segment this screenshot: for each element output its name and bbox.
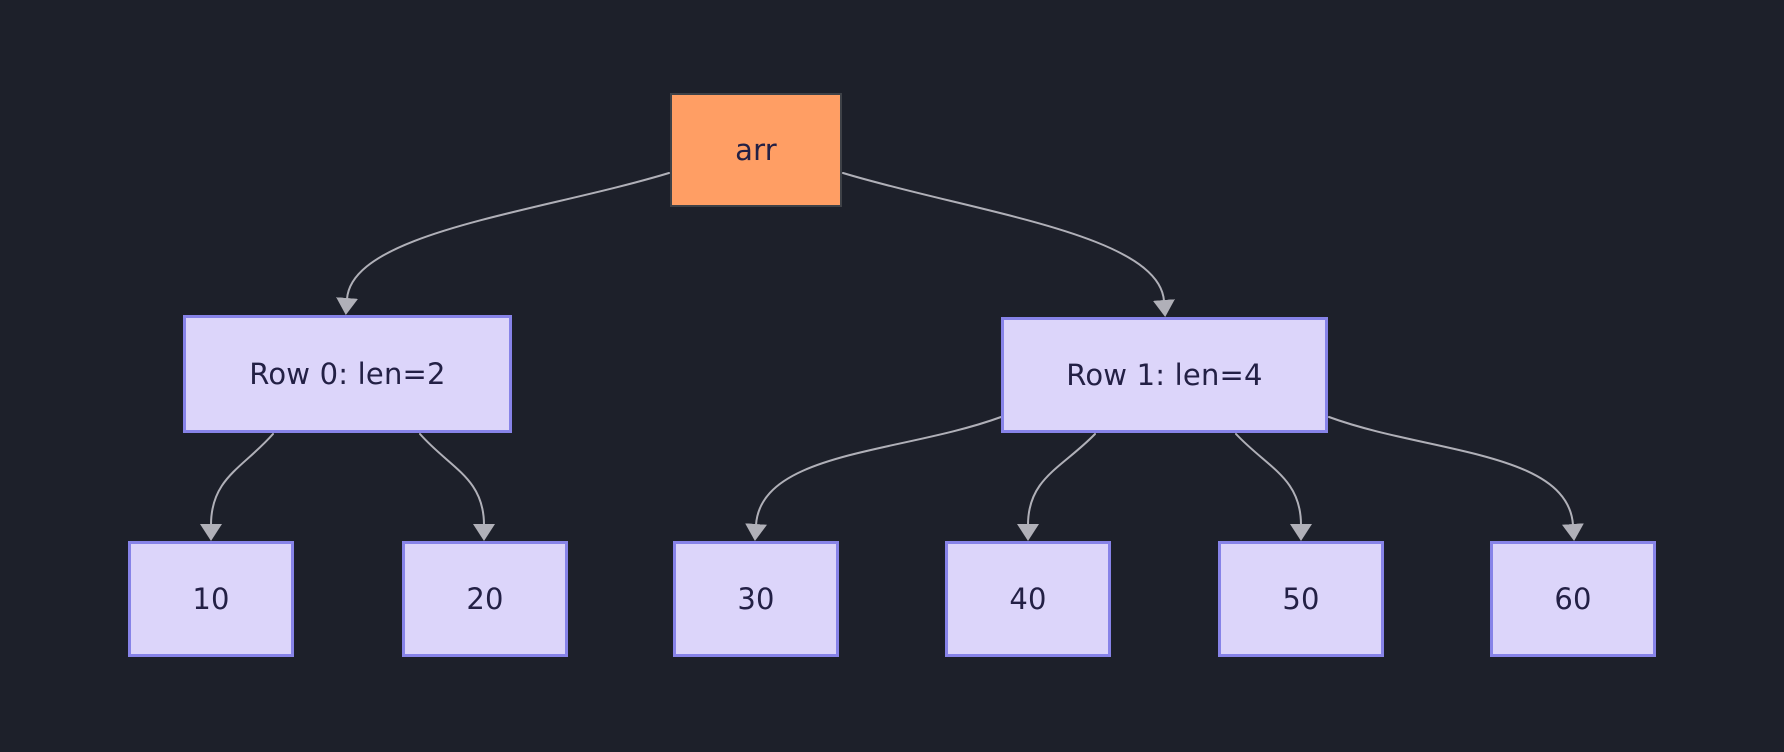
node-value-20: 20	[402, 541, 568, 657]
node-row0-label: Row 0: len=2	[249, 357, 446, 391]
node-value-40: 40	[945, 541, 1111, 657]
node-arr: arr	[670, 93, 842, 207]
edge-row0-20	[419, 433, 495, 541]
node-row1: Row 1: len=4	[1001, 317, 1328, 433]
node-value-10: 10	[128, 541, 294, 657]
node-value-40-label: 40	[1009, 582, 1047, 616]
edge-row1-60	[1328, 416, 1584, 541]
node-value-10-label: 10	[192, 582, 230, 616]
edge-row1-40	[1017, 433, 1096, 541]
node-row1-label: Row 1: len=4	[1066, 358, 1263, 392]
edge-arr-row1	[842, 172, 1175, 317]
node-value-30-label: 30	[737, 582, 775, 616]
node-value-50-label: 50	[1282, 582, 1320, 616]
node-value-20-label: 20	[466, 582, 504, 616]
node-value-60-label: 60	[1554, 582, 1592, 616]
node-value-50: 50	[1218, 541, 1384, 657]
node-value-60: 60	[1490, 541, 1656, 657]
node-value-30: 30	[673, 541, 839, 657]
edge-row0-10	[200, 433, 274, 541]
edge-row1-50	[1235, 433, 1312, 541]
edge-arr-row0	[336, 172, 670, 315]
edge-row1-30	[745, 416, 1002, 541]
node-row0: Row 0: len=2	[183, 315, 512, 433]
node-arr-label: arr	[735, 133, 777, 167]
